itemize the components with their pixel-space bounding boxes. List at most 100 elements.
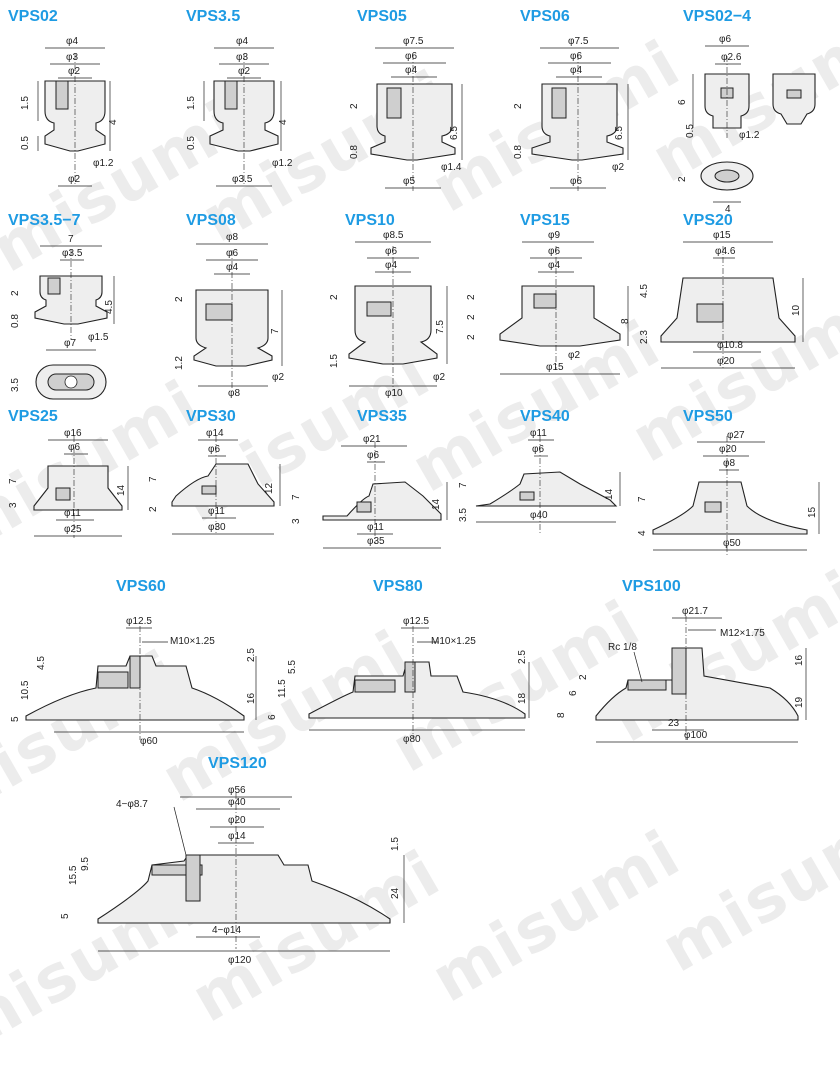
profile-vps25 [33,465,123,511]
dim-phi11: φ11 [367,522,384,533]
dim-phi7: φ7 [64,338,76,349]
dim-phi80: φ80 [403,734,421,745]
part-vps80: VPS80 φ12.5 M10×1.25 5.5 11.5 6 2.5 18 φ… [267,578,543,748]
dim-h24: 24 [390,887,401,899]
drawing-vps100: φ21.7 M12×1.75 Rc 1/8 2 6 8 16 19 23 φ10… [556,606,807,743]
dim-phi5: φ5 [403,176,415,187]
dim-h7: 7 [8,478,19,484]
dim-h14: 14 [431,498,442,510]
dim-phi11: φ11 [208,506,225,517]
part-vps35: VPS35 φ21 φ6 7 3 14 φ11 φ35 [291,408,507,563]
dim-phi15: φ15 [546,362,564,373]
drawing-vps60: φ12.5 M10×1.25 4.5 10.5 5 2.5 16 φ60 [10,616,257,747]
dim-h15: 1.5 [186,96,197,110]
part-vps25: VPS25 φ16 φ6 7 3 14 φ11 φ25 [8,408,158,558]
dim-phi4: φ4 [236,36,248,47]
dim-phi20: φ20 [719,444,737,455]
part-vps02: VPS02 φ4 φ3 φ2 1.5 4 0.5 φ1.2 φ2 [8,8,158,198]
dim-h75: 7.5 [435,320,446,334]
part-vps05: VPS05 φ7.5 φ6 φ4 2 6.5 0.8 φ1.4 φ5 [349,8,517,198]
dim-h8: 8 [620,318,631,324]
dim-phi3: φ3 [236,52,248,63]
dim-h2: 2 [148,506,159,512]
dim-phi35: φ3.5 [232,174,253,185]
dim-h95: 9.5 [80,857,91,871]
dim-h65: 6.5 [614,126,625,140]
dim-h10: 10 [791,304,802,316]
dim-phi6: φ6 [68,442,80,453]
part-title-vps3-5: VPS3.5 [186,8,241,25]
part-title-vps25: VPS25 [8,408,58,425]
dim-phi6: φ6 [532,444,544,455]
dim-h55: 5.5 [287,660,298,674]
part-vps10: VPS10 φ8.5 φ6 φ4 2 7.5 1.5 φ2 φ10 [329,212,515,402]
dim-h105: 10.5 [20,680,31,700]
dim-h2: 2 [513,103,524,109]
dim-phi85: φ8.5 [383,230,404,241]
part-vps02-4: VPS02−4 φ6 φ2.6 6 0.5 φ1.2 2 4 [677,8,833,215]
part-title-vps02: VPS02 [8,8,58,25]
dim-phi27: φ27 [727,430,745,441]
part-title-vps15: VPS15 [520,212,570,229]
dim-phi2: φ2 [433,372,445,383]
dim-m10: M10×1.25 [431,636,476,647]
part-vps3-5: VPS3.5 φ4 φ3 φ2 1.5 4 0.5 φ1.2 φ3.5 [186,8,336,198]
drawing-vps3-5-7: 7 φ3.5 2 4.5 0.8 φ1.5 φ7 3.5 [10,234,115,400]
part-title-vps06: VPS06 [520,8,570,25]
part-vps60: VPS60 φ12.5 M10×1.25 4.5 10.5 5 2.5 16 φ… [10,578,286,748]
dim-h7: 7 [637,496,648,502]
dim-phi4: φ4 [66,36,78,47]
dim-phi15: φ15 [713,230,731,241]
dim-phi75: φ7.5 [403,36,424,47]
dim-h2-a: 2 [466,294,477,300]
dim-phi11: φ11 [64,508,81,519]
dim-h14: 14 [604,488,615,500]
dim-h6: 6 [267,714,278,720]
dim-phi3: φ3 [66,52,78,63]
drawing-vps02-4: φ6 φ2.6 6 0.5 φ1.2 2 4 [677,34,816,215]
dim-h4: 4 [637,530,648,536]
part-vps08: VPS08 φ8 φ6 φ4 2 7 1.2 φ2 φ8 [174,212,336,402]
dim-h2: 2 [174,296,185,302]
profile-vps06 [531,83,624,161]
part-title-vps80: VPS80 [373,578,423,595]
dim-h7: 7 [270,328,281,334]
profile-vps80 [308,661,526,719]
part-title-vps08: VPS08 [186,212,236,229]
dim-phi50: φ50 [723,538,741,549]
part-title-vps100: VPS100 [622,578,681,595]
dim-h7: 7 [291,494,302,500]
dim-h115: 11.5 [277,679,288,698]
dim-4phi87: 4−φ8.7 [116,799,148,810]
dim-h15: 1.5 [20,96,31,110]
dim-phi6: φ6 [385,246,397,257]
dim-phi20: φ20 [717,356,735,367]
drawing-vps06: φ7.5 φ6 φ4 2 6.5 0.8 φ2 φ6 [513,36,629,191]
dims-vps02: φ4 φ3 φ2 1.5 4 0.5 φ1.2 φ2 [20,36,119,187]
part-vps20: VPS20 φ15 φ4.6 4.5 10 2.3 φ10.8 φ20 [639,212,833,402]
dim-phi35: φ3.5 [62,248,83,259]
dim-phi75: φ7.5 [568,36,589,47]
part-vps50: VPS50 φ27 φ20 φ8 7 4 15 φ50 [637,408,833,568]
dim-h45: 4.5 [36,656,47,670]
dim-h16: 16 [794,654,805,666]
dim-phi2-top: φ2 [68,66,80,77]
dim-phi120: φ120 [228,955,252,966]
dim-phi10: φ10 [385,388,403,399]
dim-phi4: φ4 [226,262,238,273]
part-title-vps120: VPS120 [208,755,267,772]
dim-phi12: φ1.2 [739,130,760,141]
dim-h08: 0.8 [349,145,360,159]
dim-h08: 0.8 [10,314,21,328]
dim-phi2: φ2 [568,350,580,361]
profile-vps35 [322,481,442,521]
dim-phi6: φ6 [570,51,582,62]
dim-h4: 4 [108,119,119,125]
dim-phi21: φ21 [363,434,381,445]
profile-vps100 [595,647,799,721]
dim-phi35: φ35 [367,536,385,547]
dim-phi4: φ4 [385,260,397,271]
dim-h05: 0.5 [685,124,696,138]
dim-h25: 2.5 [517,650,528,664]
dim-phi12: φ1.2 [93,158,114,169]
